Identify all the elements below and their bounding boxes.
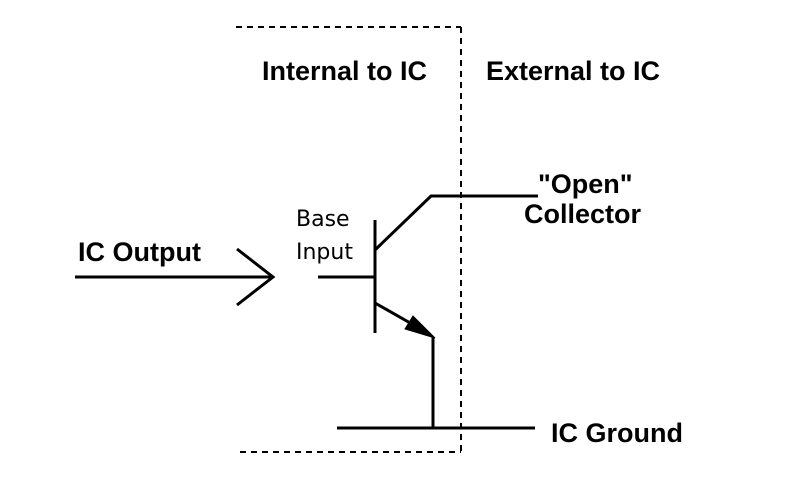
ic-output-label: IC Output xyxy=(78,237,201,267)
collector-lead xyxy=(373,194,538,252)
open-label: "Open" xyxy=(538,169,633,199)
output-arrow-head xyxy=(236,247,276,307)
input-label: Input xyxy=(296,240,353,265)
ic-output-arrow xyxy=(75,247,276,307)
internal-label: Internal to IC xyxy=(262,56,428,86)
transistor-symbol xyxy=(318,194,538,430)
collector-label: Collector xyxy=(524,199,642,229)
external-label: External to IC xyxy=(486,56,661,86)
ic-ground-label: IC Ground xyxy=(551,418,683,448)
ic-boundary xyxy=(236,26,462,453)
emitter-arrow-icon xyxy=(404,315,436,339)
base-label: Base xyxy=(296,207,350,232)
